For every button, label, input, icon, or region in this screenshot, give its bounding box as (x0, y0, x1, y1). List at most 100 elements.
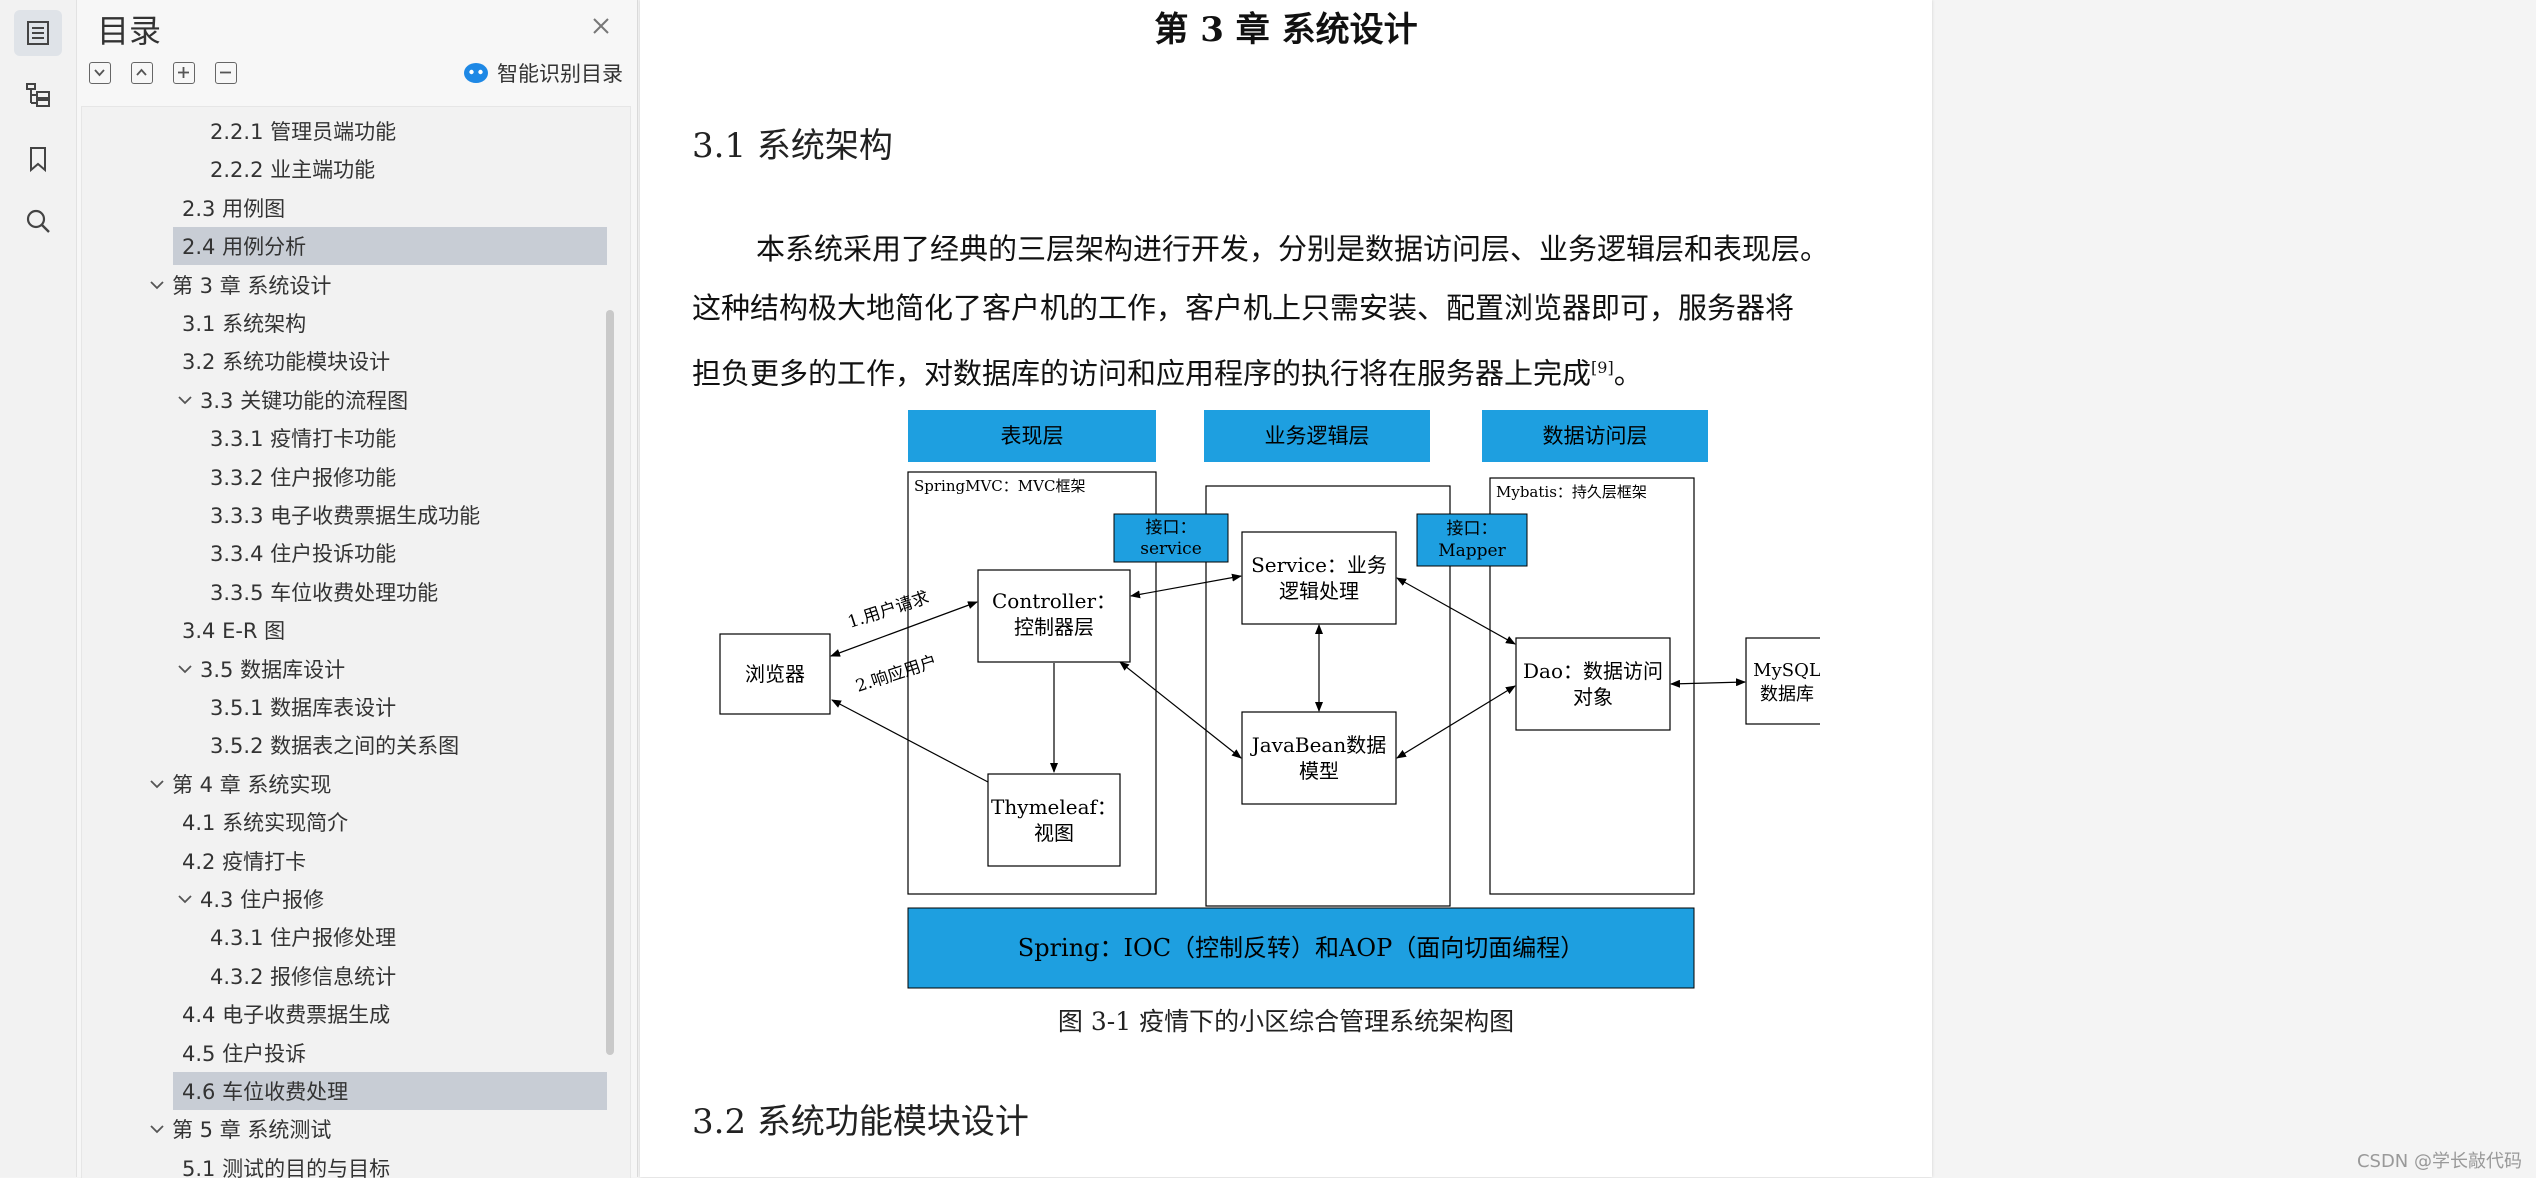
panel-title: 目录 (97, 12, 162, 50)
outline-item-label: 3.3 关键功能的流程图 (200, 388, 409, 413)
spring-bar (907, 907, 1695, 989)
outline-item[interactable]: 3.3 关键功能的流程图 (82, 381, 612, 419)
outline-item[interactable]: 3.3.5 车位收费处理功能 (82, 573, 612, 611)
layer-header-presentation-label: 表现层 (1001, 424, 1064, 448)
outline-item-label: 3.5.1 数据库表设计 (210, 696, 397, 720)
structure-icon[interactable] (14, 72, 62, 118)
chapter-title: 第 3 章 系统设计 (1154, 10, 1418, 50)
outline-item-label: 第 3 章 系统设计 (172, 273, 332, 298)
chevron-down-icon[interactable] (176, 660, 194, 678)
outline-item[interactable]: 4.5 住户投诉 (82, 1034, 612, 1072)
outline-item[interactable]: 3.5.2 数据表之间的关系图 (82, 726, 612, 764)
search-icon[interactable] (14, 198, 62, 244)
service-line2: 逻辑处理 (1279, 579, 1359, 603)
chevron-down-icon[interactable] (176, 890, 194, 908)
outline-item-label: 3.2 系统功能模块设计 (182, 350, 391, 375)
outline-item-label: 3.3.5 车位收费处理功能 (210, 580, 439, 605)
outline-item-label: 4.1 系统实现简介 (182, 811, 349, 836)
chevron-down-icon[interactable] (176, 391, 194, 409)
outline-item[interactable]: 第 4 章 系统实现 (82, 765, 612, 803)
collapse-all-icon[interactable] (89, 62, 111, 84)
service-line1: Service：业务 (1251, 553, 1387, 577)
outline-item-label: 5.1 测试的目的与目标 (182, 1156, 391, 1178)
outline-item[interactable]: 4.4 电子收费票据生成 (82, 995, 612, 1033)
expand-all-icon[interactable] (131, 62, 153, 84)
outline-item-label: 4.3.2 报修信息统计 (210, 964, 397, 989)
chevron-down-icon[interactable] (148, 276, 166, 294)
outline-icon[interactable] (14, 10, 62, 56)
outline-item-label: 3.4 E-R 图 (182, 619, 286, 644)
bookmark-icon[interactable] (14, 136, 62, 182)
close-icon[interactable] (589, 14, 613, 38)
outline-item[interactable]: 4.6 车位收费处理 (173, 1072, 607, 1110)
mysql-line1: MySQL (1753, 660, 1820, 681)
outline-item[interactable]: 2.3 用例图 (82, 189, 612, 227)
outline-item-label: 4.3.1 住户报修处理 (210, 926, 397, 951)
layer-header-data (1482, 410, 1708, 462)
outline-item[interactable]: 4.2 疫情打卡 (82, 842, 612, 880)
outline-item-label: 3.5 数据库设计 (200, 657, 346, 682)
body-paragraph: 本系统采用了经典的三层架构进行开发，分别是数据访问层、业务逻辑层和表现层。 这种… (692, 220, 1912, 404)
dao-line1: Dao：数据访问 (1523, 659, 1663, 683)
outline-item[interactable]: 3.5.1 数据库表设计 (82, 688, 612, 726)
outline-item[interactable]: 3.1 系统架构 (82, 304, 612, 342)
outline-item[interactable]: 3.2 系统功能模块设计 (82, 342, 612, 380)
interface-service-line2: service (1140, 539, 1202, 559)
outline-item-label: 4.5 住户投诉 (182, 1041, 307, 1066)
outline-item[interactable]: 3.3.2 住户报修功能 (82, 458, 612, 496)
outline-item-label: 2.3 用例图 (182, 196, 286, 221)
dao-line2: 对象 (1573, 685, 1613, 709)
arrow-browser-controller (830, 601, 978, 657)
outline-item[interactable]: 3.3.3 电子收费票据生成功能 (82, 496, 612, 534)
interface-mapper-line1: 接口： (1447, 519, 1498, 539)
layer-header-business (1204, 410, 1430, 462)
architecture-diagram: 表现层 业务逻辑层 数据访问层 SpringMVC：MVC框架 Mybatis：… (719, 410, 1820, 989)
outline-item[interactable]: 第 5 章 系统测试 (82, 1110, 612, 1148)
javabean-line2: 模型 (1299, 759, 1339, 783)
outline-item-label: 第 4 章 系统实现 (172, 772, 332, 797)
outline-item[interactable]: 5.1 测试的目的与目标 (82, 1149, 612, 1178)
smart-toc-button[interactable]: 智能识别目录 (463, 58, 623, 88)
outline-item[interactable]: 3.3.4 住户投诉功能 (82, 534, 612, 572)
outline-item[interactable]: 2.2.2 业主端功能 (82, 150, 612, 188)
browser-label: 浏览器 (745, 662, 805, 686)
outline-item[interactable]: 4.3.2 报修信息统计 (82, 957, 612, 995)
outline-item-label: 4.6 车位收费处理 (182, 1080, 349, 1104)
chevron-down-icon[interactable] (148, 1120, 166, 1138)
controller-line1: Controller： (992, 589, 1116, 613)
add-entry-icon[interactable] (173, 62, 195, 84)
outline-item-label: 2.2.1 管理员端功能 (210, 120, 397, 144)
remove-entry-icon[interactable] (215, 62, 237, 84)
arrow-controller-javabean (1119, 661, 1242, 759)
outline-scrollbar[interactable] (606, 310, 614, 1055)
outline-item-label: 第 5 章 系统测试 (172, 1118, 332, 1143)
outline-item-label: 4.4 电子收费票据生成 (182, 1003, 391, 1028)
left-icon-rail (0, 0, 77, 1177)
outline-item[interactable]: 3.4 E-R 图 (82, 611, 612, 649)
outline-item[interactable]: 3.5 数据库设计 (82, 650, 612, 688)
outline-item-label: 3.3.3 电子收费票据生成功能 (210, 504, 481, 528)
layer-header-business-label: 业务逻辑层 (1265, 424, 1370, 448)
mysql-node (1745, 637, 1820, 725)
citation[interactable]: [9] (1591, 358, 1614, 377)
outline-panel: 目录 智能识别目录 2.2.1 管理员端功能 2.2.2 业主端功能 2.3 用例图… (77, 0, 638, 1178)
outline-item[interactable]: 第 3 章 系统设计 (82, 266, 612, 304)
chevron-down-icon[interactable] (148, 775, 166, 793)
outline-item[interactable]: 2.4 用例分析 (173, 227, 607, 266)
outline-item[interactable]: 4.3.1 住户报修处理 (82, 918, 612, 956)
outline-item[interactable]: 2.2.1 管理员端功能 (82, 112, 612, 150)
outline-item[interactable]: 4.3 住户报修 (82, 880, 612, 918)
request-label: 1.用户请求 (845, 588, 931, 633)
outline-item-label: 2.4 用例分析 (182, 235, 307, 260)
outline-item-label: 4.2 疫情打卡 (182, 849, 307, 874)
layer-header-data-label: 数据访问层 (1543, 424, 1648, 448)
mysql-line2: 数据库 (1760, 684, 1814, 705)
javabean-line1: JavaBean数据 (1250, 733, 1387, 757)
section-heading-3-2: 3.2 系统功能模块设计 (692, 1102, 1029, 1142)
arrow-thymeleaf-browser (831, 699, 989, 783)
watermark: CSDN @学长敲代码 (2356, 1151, 2522, 1172)
outline-item[interactable]: 3.3.1 疫情打卡功能 (82, 419, 612, 457)
outline-item-label: 3.5.2 数据表之间的关系图 (210, 734, 460, 759)
outline-item-label: 3.3.4 住户投诉功能 (210, 542, 397, 567)
outline-item[interactable]: 4.1 系统实现简介 (82, 803, 612, 841)
